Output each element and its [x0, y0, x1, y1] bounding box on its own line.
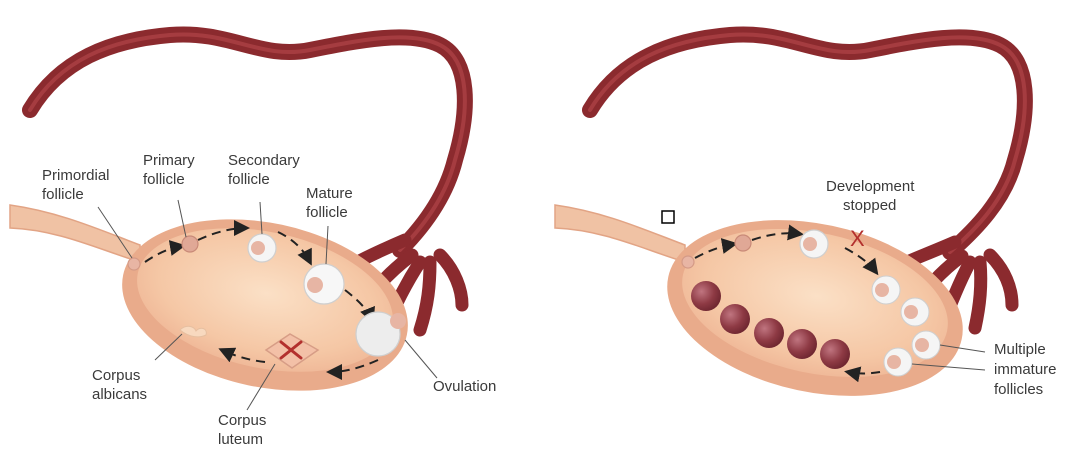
mature-follicle-dot [304, 264, 344, 304]
label-development-stopped: Development stopped [826, 178, 919, 214]
left-ovarian-ligament [10, 205, 140, 262]
label-primary-follicle: Primary follicle [143, 152, 199, 188]
label-secondary-follicle: Secondary follicle [228, 152, 304, 188]
label-corpus-luteum: Corpus luteum [218, 412, 271, 448]
right-primordial-dot [682, 256, 694, 268]
development-stopped-mark: X [850, 226, 865, 251]
label-corpus-albicans: Corpus albicans [92, 367, 147, 403]
label-mature-follicle: Mature follicle [306, 185, 357, 221]
secondary-follicle-dot [248, 234, 276, 262]
right-ovarian-ligament [555, 205, 685, 262]
left-ovary [106, 195, 424, 416]
left-panel: Primordial follicle Primary follicle Sec… [10, 34, 496, 448]
primary-follicle-dot [182, 236, 198, 252]
primordial-follicle-dot [128, 258, 140, 270]
right-primary-dot [735, 235, 751, 251]
label-ovulation: Ovulation [433, 378, 496, 395]
label-primordial-follicle: Primordial follicle [42, 167, 114, 203]
square-outline-icon [662, 211, 674, 223]
right-panel: X Development stopped Multiple immature … [555, 34, 1061, 421]
label-multiple-immature-follicles: Multiple immature follicles [994, 341, 1061, 398]
right-secondary-dot [800, 230, 828, 258]
